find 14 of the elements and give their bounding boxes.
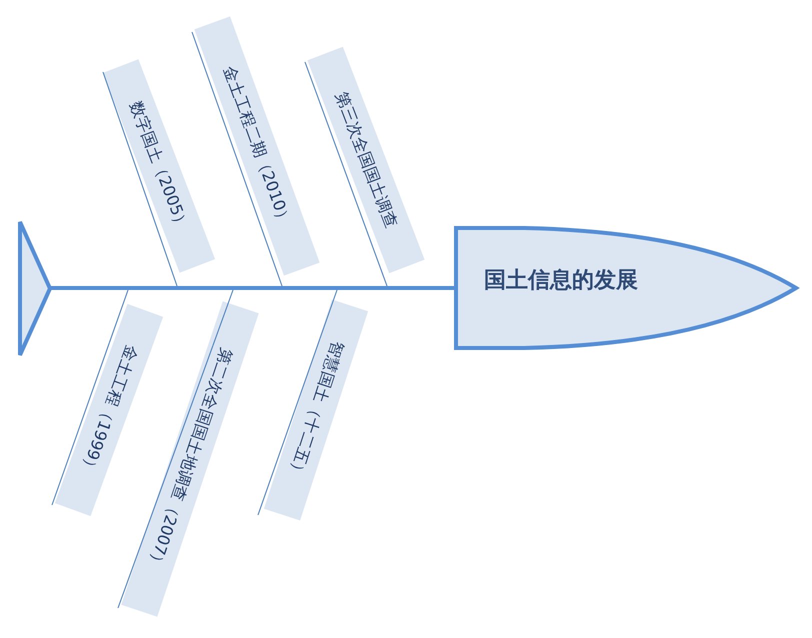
bone-line xyxy=(319,290,338,340)
bone-line xyxy=(261,228,282,286)
bone-line xyxy=(108,290,128,344)
spine-bar xyxy=(50,286,456,290)
cause-label: 金土工程（1999） xyxy=(77,342,141,478)
bone-line xyxy=(212,290,234,346)
head-title: 国土信息的发展 xyxy=(484,270,638,292)
cause-label: 第三次全国国土调查 xyxy=(332,90,400,230)
cause-label: 智慧国土（十二五） xyxy=(285,338,347,482)
cause-label: 数字国土（2005） xyxy=(126,98,192,234)
cause-label: 第二次全国国土地调查（2007） xyxy=(144,346,236,572)
bone-line xyxy=(366,230,388,286)
cause-label: 金土工程二期（2010） xyxy=(220,64,294,228)
bone-line xyxy=(158,232,178,286)
